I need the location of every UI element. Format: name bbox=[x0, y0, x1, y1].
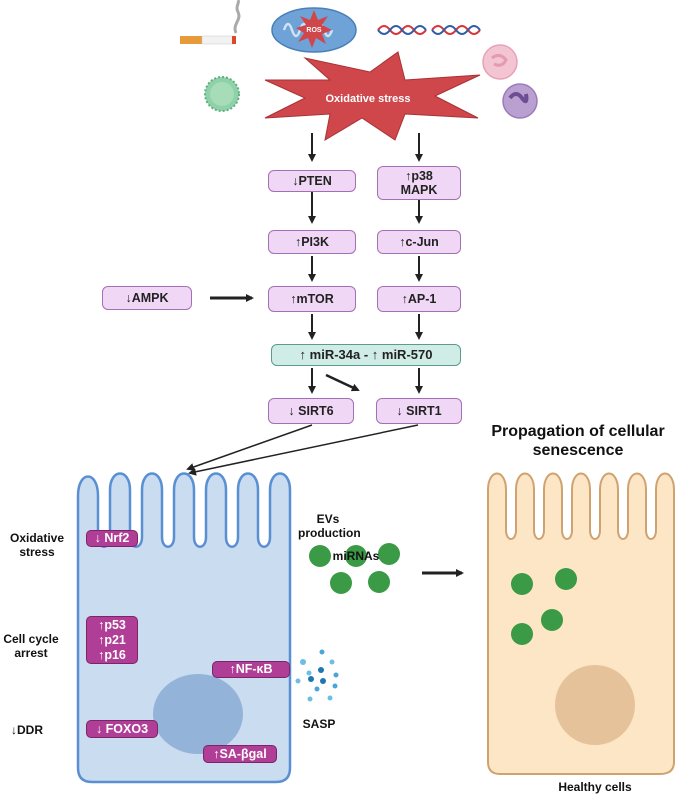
mirna-box: ↑ miR-34a - ↑ miR-570 bbox=[271, 344, 461, 366]
oxidative-stress-star bbox=[264, 51, 481, 141]
ap-1-box: ↑AP-1 bbox=[377, 286, 461, 312]
healthy-cells-label: Healthy cells bbox=[558, 780, 632, 794]
p53-marker: ↑p53 bbox=[98, 617, 126, 632]
nrf2-marker: ↓ Nrf2 bbox=[86, 530, 138, 547]
pten-box: ↓PTEN bbox=[268, 170, 356, 192]
cell-cycle-arrest-label: Cell cycle arrest bbox=[3, 632, 59, 660]
propagation-title: Propagation of cellular senescence bbox=[491, 423, 665, 459]
sirt6-box: ↓ SIRT6 bbox=[268, 398, 354, 424]
ros-label: ROS bbox=[306, 27, 322, 34]
ev-vesicles bbox=[309, 543, 400, 594]
sasp-particles bbox=[295, 649, 339, 702]
ddr-label: ↓DDR bbox=[11, 723, 43, 737]
neutrophil-icon bbox=[502, 83, 538, 119]
sasp-label: SASP bbox=[302, 717, 336, 731]
lymphocyte-icon bbox=[204, 76, 240, 112]
sirt6-to-cell-arrow bbox=[186, 424, 313, 471]
senescent-nucleus bbox=[153, 674, 243, 754]
mirnas-label: miRNAs bbox=[332, 549, 380, 563]
sirt1-to-cell-arrow bbox=[188, 424, 419, 476]
cell-cycle-markers: ↑p53 ↑p21 ↑p16 bbox=[86, 616, 138, 664]
cigarette-icon bbox=[180, 0, 241, 45]
healthy-nucleus bbox=[555, 665, 635, 745]
oxidative-stress-label: Oxidative stress bbox=[326, 93, 411, 105]
oxidative-stress-side-label: Oxidative stress bbox=[9, 531, 65, 559]
foxo3-marker: ↓ FOXO3 bbox=[86, 720, 158, 738]
pi3k-box: ↑PI3K bbox=[268, 230, 356, 254]
sa-bgal-marker: ↑SA-βgal bbox=[203, 745, 277, 763]
mtor-box: ↑mTOR bbox=[268, 286, 356, 312]
cross-arrow bbox=[325, 373, 360, 392]
p16-marker: ↑p16 bbox=[98, 647, 126, 662]
evs-production-label: EVs production bbox=[298, 512, 361, 540]
c-jun-box: ↑c-Jun bbox=[377, 230, 461, 254]
mitochondrion-icon bbox=[271, 7, 357, 53]
ampk-box: ↓AMPK bbox=[102, 286, 192, 310]
nfkb-marker: ↑NF-κB bbox=[212, 661, 290, 678]
dna-icon bbox=[377, 25, 481, 35]
p38-mapk-box: ↑p38 MAPK bbox=[377, 166, 461, 200]
sirt1-box: ↓ SIRT1 bbox=[376, 398, 462, 424]
p21-marker: ↑p21 bbox=[98, 632, 126, 647]
eosinophil-icon bbox=[482, 44, 518, 80]
received-vesicles bbox=[511, 568, 577, 645]
